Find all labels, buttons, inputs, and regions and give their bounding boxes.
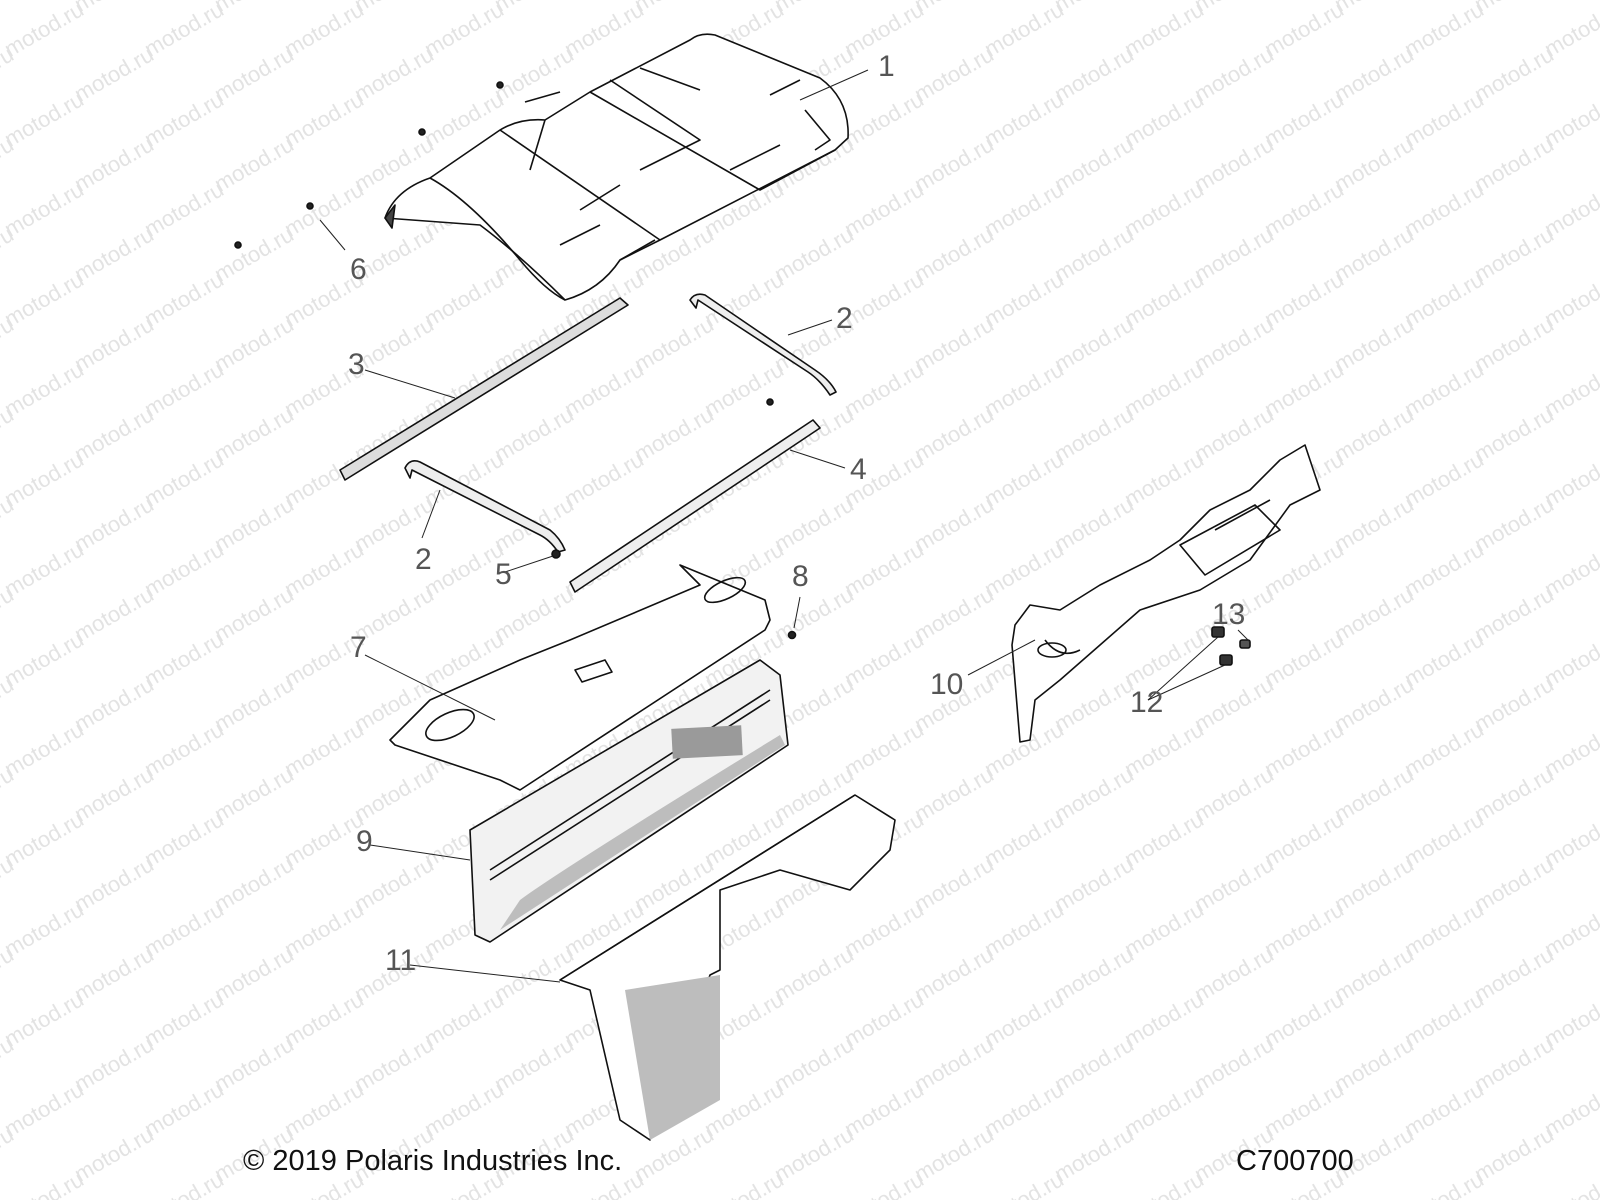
callout-8: 8 (792, 560, 809, 593)
part-roof (384, 33, 849, 301)
diagram-code: C700700 (1236, 1145, 1354, 1177)
part-headliner (389, 564, 771, 791)
callout-10: 10 (930, 668, 964, 701)
part-clip (551, 549, 561, 559)
part-front-strip (569, 419, 821, 593)
part-dash-frame (1011, 444, 1321, 743)
part-screws (234, 81, 504, 249)
part-rear-panel (469, 659, 789, 943)
part-retainer-clips (1211, 626, 1251, 666)
copyright-text: © 2019 Polaris Industries Inc. (243, 1145, 623, 1177)
part-floor-tunnel (559, 794, 896, 1141)
callout-2-left: 2 (415, 543, 432, 576)
callout-4: 4 (850, 453, 867, 486)
callout-6: 6 (350, 253, 367, 286)
callout-3: 3 (348, 348, 365, 381)
part-side-trim-right (689, 293, 837, 396)
part-rear-strip (339, 297, 629, 481)
callout-7: 7 (350, 631, 367, 664)
callout-13: 13 (1212, 598, 1246, 631)
part-fastener (787, 630, 797, 640)
callout-9: 9 (356, 825, 373, 858)
callout-2-right: 2 (836, 302, 853, 335)
part-fastener-small (766, 398, 774, 406)
oem-stamp (671, 725, 743, 759)
callout-5: 5 (495, 558, 512, 591)
callout-1: 1 (878, 50, 895, 83)
callout-11: 11 (385, 944, 417, 977)
leader-lines (319, 69, 1251, 983)
callout-12: 12 (1130, 686, 1164, 719)
part-side-trim-left (404, 460, 566, 553)
